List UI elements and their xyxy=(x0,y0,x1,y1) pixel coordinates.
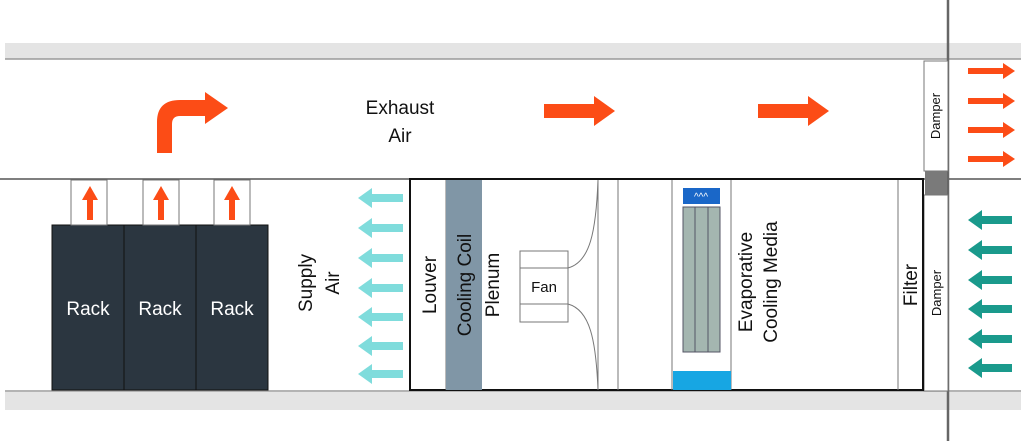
fan-box-top xyxy=(519,250,569,269)
bottom-wall-band xyxy=(5,392,1021,410)
intake-arrow xyxy=(968,358,1012,378)
exhaust-out-arrow xyxy=(968,63,1015,79)
rack-up-arrow xyxy=(153,186,169,220)
rack-up-arrow xyxy=(82,186,98,220)
intake-arrow xyxy=(968,299,1012,319)
supply-arrow xyxy=(358,218,403,238)
rack-1 xyxy=(51,224,125,391)
plenum-label: Plenum xyxy=(483,253,504,317)
evap-label-line2: Cooling Media xyxy=(761,221,782,343)
fan-housing-curve xyxy=(567,179,599,391)
supply-arrow xyxy=(358,278,403,298)
intake-arrow xyxy=(968,240,1012,260)
exhaust-arrow xyxy=(758,96,829,126)
damper-top-box xyxy=(923,60,949,172)
rack-3 xyxy=(195,224,269,391)
fan-box-bottom xyxy=(519,303,569,323)
damper-bottom-label: Damper xyxy=(929,269,944,316)
supply-label-line2: Air xyxy=(323,271,344,295)
supply-arrow xyxy=(358,364,403,384)
top-wall-band xyxy=(5,43,1021,59)
exhaust-arrow xyxy=(544,96,615,126)
supply-arrow xyxy=(358,336,403,356)
supply-arrow xyxy=(358,307,403,327)
media-panel xyxy=(682,206,721,353)
media-bottom-sump xyxy=(673,371,731,390)
media-marks: ^^^ xyxy=(694,192,708,203)
louver-label: Louver xyxy=(420,255,441,314)
evap-label-line1: Evaporative xyxy=(736,232,757,332)
supply-arrow xyxy=(358,248,403,268)
supply-air-arrows xyxy=(358,188,403,384)
air-handler-unit xyxy=(409,178,924,391)
outside-intake-arrows xyxy=(968,210,1012,378)
intake-arrow xyxy=(968,210,1012,230)
intake-arrow xyxy=(968,270,1012,290)
exhaust-out-arrow xyxy=(968,151,1015,167)
rack-label: Rack xyxy=(210,299,254,320)
supply-label-line1: Supply xyxy=(296,253,317,312)
damper-bottom-box xyxy=(923,194,949,392)
rack-group: Rack Rack Rack xyxy=(51,179,269,391)
rack-label: Rack xyxy=(66,299,110,320)
fan-box xyxy=(519,267,569,305)
supply-arrow xyxy=(358,188,403,208)
exhaust-label-line2: Air xyxy=(388,126,412,147)
intake-arrow xyxy=(968,329,1012,349)
filter-label: Filter xyxy=(901,263,922,306)
damper-top-label: Damper xyxy=(928,92,943,139)
rack-up-arrow xyxy=(224,186,240,220)
cooling-coil-label: Cooling Coil xyxy=(455,234,476,336)
outside-exhaust-arrows xyxy=(968,63,1015,167)
media-top-manifold xyxy=(683,188,720,204)
rack-label: Rack xyxy=(138,299,182,320)
exhaust-out-arrow xyxy=(968,93,1015,109)
exhaust-label-line1: Exhaust xyxy=(366,98,435,119)
damper-block xyxy=(925,171,947,195)
exhaust-turn-arrow xyxy=(157,92,228,153)
rack-2 xyxy=(123,224,197,391)
fan-label: Fan xyxy=(531,279,557,296)
exhaust-out-arrow xyxy=(968,122,1015,138)
cooling-coil xyxy=(446,180,482,390)
